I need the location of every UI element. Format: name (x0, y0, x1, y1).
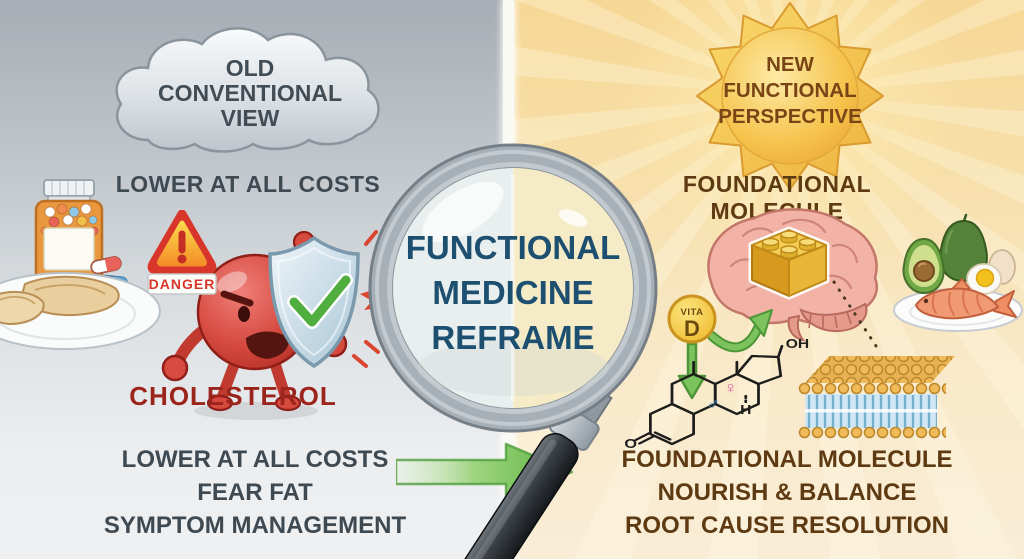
cholesterol-label: CHOLESTEROL (129, 381, 337, 411)
vitamin-badge-letter: D (684, 316, 700, 341)
old-view-scene: DANGER (147, 210, 392, 420)
principle-line: LOWER AT ALL COSTS (121, 446, 389, 473)
shield-check-icon (268, 235, 360, 369)
sparkle-icon (962, 494, 1006, 548)
principle-line: FOUNDATIONAL MOLECULE (621, 446, 953, 473)
steroid-molecule-icon: O OH H ♀ ♂ (624, 337, 809, 452)
vitamin-badge-top: VITA (681, 307, 704, 318)
male-symbol: ♂ (706, 395, 721, 413)
danger-sign: DANGER (147, 210, 217, 295)
lens-title-line3: REFRAME (431, 319, 594, 356)
cloud-title-line3: VIEW (221, 105, 280, 131)
sun-title-line2: FUNCTIONAL (723, 79, 856, 102)
healthy-foods-plate-icon (893, 213, 1023, 332)
new-view-principles: FOUNDATIONAL MOLECULE NOURISH & BALANCE … (590, 443, 984, 542)
principle-line: FEAR FAT (197, 479, 313, 506)
female-symbol: ♀ (723, 379, 738, 397)
brainstem (787, 314, 806, 342)
down-arrow-icon (677, 342, 707, 400)
capsule-icon (90, 256, 122, 275)
principle-line: ROOT CAUSE RESOLUTION (624, 512, 949, 539)
cerebellum (799, 302, 868, 333)
lens-highlight (422, 181, 504, 243)
lens-warm-half (513, 168, 633, 408)
cloud-title-line2: CONVENTIONAL (158, 80, 342, 106)
vitamin-d-badge (667, 294, 717, 344)
sun-title-line3: PERSPECTIVE (718, 105, 862, 128)
cloud-title-line1: OLD (226, 55, 275, 81)
principle-line: SYMPTOM MANAGEMENT (103, 512, 407, 539)
bread-plate-icon (0, 272, 161, 350)
principle-line: NOURISH & BALANCE (657, 479, 917, 506)
sun-icon: NEW FUNCTIONAL PERSPECTIVE (696, 2, 884, 190)
hydrogen-label: H (740, 403, 751, 417)
ketone-label: O (624, 437, 637, 451)
sun-title-line1: NEW (766, 53, 814, 76)
old-view-principles: LOWER AT ALL COSTS FEAR FAT SYMPTOM MANA… (20, 443, 490, 542)
magnifier-icon: FUNCTIONAL MEDICINE REFRAME (368, 143, 658, 559)
lipid-bilayer-icon (798, 356, 955, 439)
vitamin-d-group: VITA D (667, 294, 773, 400)
pill-bottle-icon (34, 179, 129, 291)
fish-icon (914, 278, 1017, 320)
hydroxyl-label: OH (786, 337, 809, 351)
lens-title-line2: MEDICINE (432, 274, 593, 311)
avocado-half-icon (902, 237, 945, 295)
cloud-icon: OLD CONVENTIONAL VIEW (115, 27, 380, 153)
lens-title-line1: FUNCTIONAL (406, 229, 620, 266)
old-view-subtitle: LOWER AT ALL COSTS (115, 171, 381, 197)
danger-label: DANGER (149, 276, 216, 292)
lego-studs (761, 230, 817, 259)
lego-brick-icon (748, 226, 830, 300)
egg-half-icon (966, 263, 1002, 295)
dotted-connector (832, 280, 882, 354)
